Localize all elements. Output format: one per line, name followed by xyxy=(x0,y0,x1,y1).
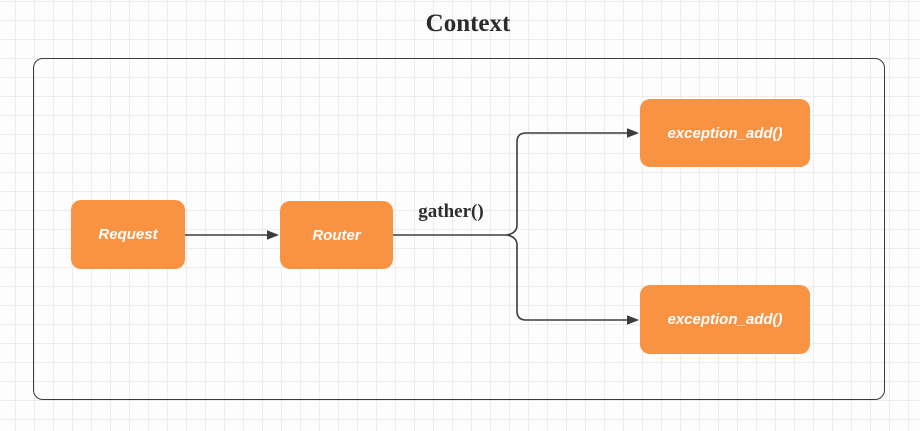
request-node[interactable]: Request xyxy=(71,200,185,269)
connector-router-exception-bottom-line[interactable] xyxy=(506,234,627,321)
router-node[interactable]: Router xyxy=(280,201,393,269)
diagram-title[interactable]: Context xyxy=(425,10,511,37)
connector-request-router[interactable] xyxy=(185,230,279,240)
exception-add-top-node[interactable]: exception_add() xyxy=(640,99,810,167)
arrowhead-icon xyxy=(267,230,279,240)
connector-router-exception-top-line[interactable] xyxy=(393,132,627,236)
exception-add-top-node-label: exception_add() xyxy=(667,124,783,142)
router-node-label: Router xyxy=(312,226,361,244)
edge-label-gather[interactable]: gather() xyxy=(418,201,484,222)
connector-router-exception-top[interactable] xyxy=(393,128,639,236)
exception-add-bottom-node[interactable]: exception_add() xyxy=(640,285,810,354)
arrowhead-icon xyxy=(627,315,639,325)
exception-add-bottom-node-label: exception_add() xyxy=(667,311,783,328)
context-container[interactable] xyxy=(33,58,885,400)
arrowhead-icon xyxy=(627,128,639,138)
connector-router-exception-bottom[interactable] xyxy=(506,234,639,325)
request-node-label: Request xyxy=(98,226,158,243)
